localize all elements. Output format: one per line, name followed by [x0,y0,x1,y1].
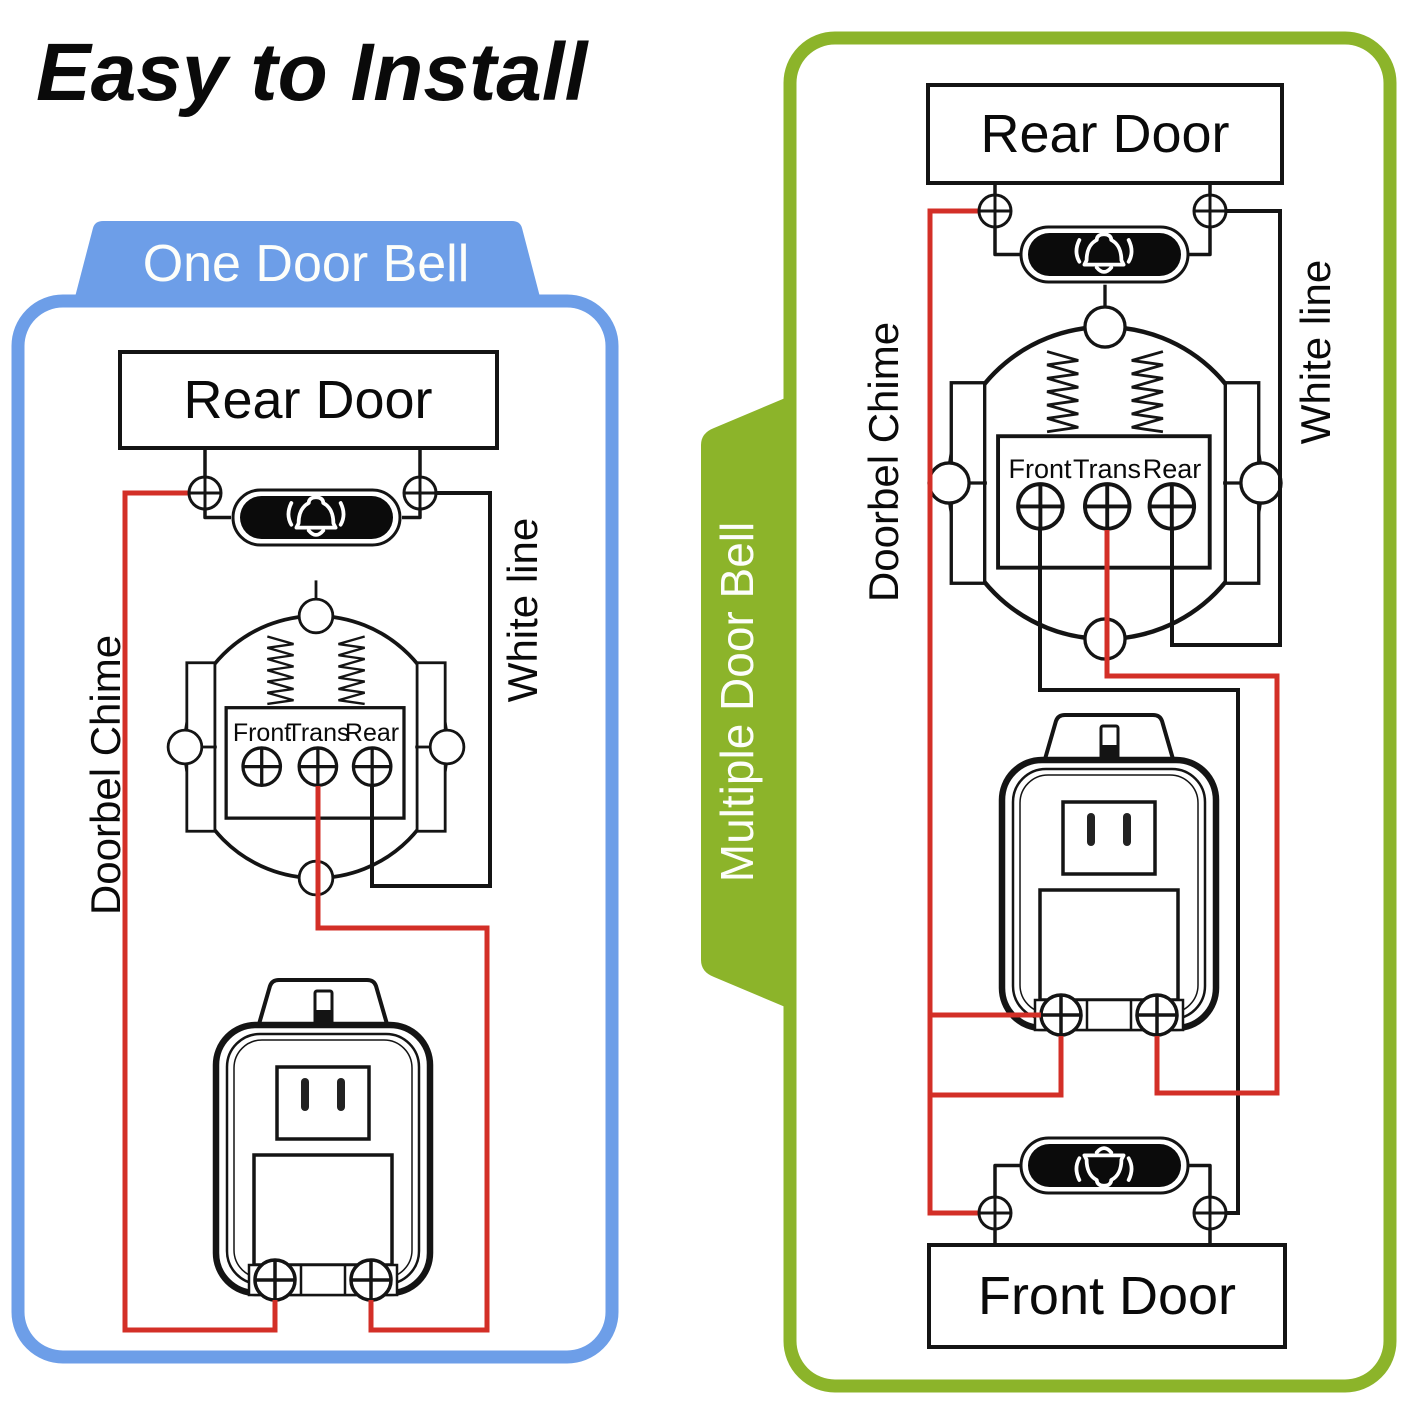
red-wire-trans-to-transformer [315,786,490,1333]
transformer-plug [1002,715,1216,1035]
chime-terminal-rear: Rear [345,719,399,747]
white-line-label: White line [1292,260,1339,444]
terminal-icon [977,193,1013,229]
transformer-plug [216,980,430,1300]
terminal-icon [1192,1195,1228,1231]
page-title: Easy to Install [36,27,590,118]
doorbell-button-rear [1019,225,1190,284]
door-box-stub-wires [203,448,422,477]
terminal-icon [1192,193,1228,229]
white-line-wire [370,491,492,888]
red-wire-trans-to-transformer [1104,530,1280,1096]
chime-terminal-trans: Trans [287,719,350,747]
rear-door-box [926,83,1284,185]
front-door-box-label: Front Door [978,1266,1236,1326]
chime-terminal-rear: Rear [1143,454,1202,484]
panel-multiple-door: Multiple Door Bell Rear Door [701,31,1397,1393]
chime-side-label: Doorbel Chime [82,635,129,915]
panel-multiple-tab [701,396,790,1009]
panel-one-tab-label: One Door Bell [143,235,470,293]
rear-door-box-label: Rear Door [183,370,432,430]
chime-terminal-trans: Trans [1073,454,1141,484]
panel-one-tab [75,221,540,297]
button-loop-wires [993,227,1212,1197]
doorbell-button [231,488,402,547]
red-wire-button-to-transformer [122,490,278,1333]
terminal-icon [187,475,223,511]
front-door-box [927,1243,1287,1349]
chime-side-label: Doorbel Chime [860,322,907,602]
panel-one-door: One Door Bell Rear Door Front Trans Rear… [11,221,619,1364]
chime-terminal-front: Front [1008,454,1072,484]
black-wire-front-to-button [1038,530,1240,1215]
rear-door-box [118,350,499,450]
red-wire-transformer-loop [930,1036,1064,1098]
button-loop-wires [203,509,422,520]
rear-door-box-label: Rear Door [980,104,1229,164]
white-line-label: White line [499,518,546,702]
terminal-icon [977,1195,1013,1231]
chime-terminal-front: Front [233,719,291,747]
white-line-wire [1170,209,1282,647]
door-box-stub-wires [993,183,1212,1245]
doorbell-button-front [1019,1136,1190,1195]
red-wire-rear-button-to-front-button [927,208,979,1216]
panel-multiple-tab-label: Multiple Door Bell [711,522,763,882]
terminal-icon [402,475,438,511]
